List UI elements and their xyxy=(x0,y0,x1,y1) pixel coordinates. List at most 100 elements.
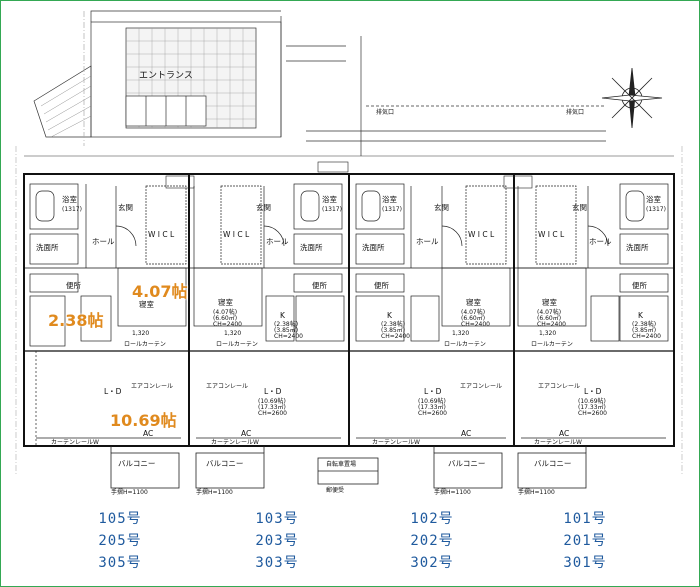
handrail-105: 手摺H=1100 xyxy=(111,489,148,496)
exhaust-label-b: 排気口 xyxy=(566,109,585,116)
unit-column-101: 101号 201号 301号 xyxy=(540,508,630,574)
roll-curtain-105: ロールカーテン xyxy=(124,341,166,348)
kitchen-area-102: (2.38帖) (3.85㎡) CH=2400 xyxy=(381,321,410,340)
hall-label-103: ホール xyxy=(266,237,289,246)
roll-curtain-102: ロールカーテン xyxy=(444,341,486,348)
balcony-label-105: バルコニー xyxy=(118,459,156,468)
bike-parking-label: 自転車置場 xyxy=(326,461,357,468)
ld-area-101: (10.69帖) (17.33㎡) CH=2600 xyxy=(578,398,607,417)
washroom-label-101: 洗面所 xyxy=(626,243,649,252)
mailbox-label: 郵便受 xyxy=(326,487,345,494)
aircon-rail-105: エアコンレール xyxy=(131,383,174,390)
bath-label-101: 浴室 xyxy=(646,195,661,204)
unit-number-list: 105号 205号 305号 103号 203号 303号 102号 202号 … xyxy=(0,500,700,585)
entrance-label: エントランス xyxy=(139,71,193,81)
unit-number: 101号 xyxy=(563,511,607,527)
hall-label-105: ホール xyxy=(92,237,115,246)
bath-label-103: 浴室 xyxy=(322,195,337,204)
wicl-label-105: W I C L xyxy=(148,230,175,239)
ld-area-102: (10.69帖) (17.33㎡) CH=2600 xyxy=(418,398,447,417)
kitchen-area-overlay: 2.38帖 xyxy=(48,311,104,330)
bedroom-label-102: 寝室 xyxy=(466,298,481,307)
washroom-label-102: 洗面所 xyxy=(362,243,385,252)
toilet-label-103: 便所 xyxy=(312,281,327,290)
toilet-label-102: 便所 xyxy=(374,281,389,290)
hall-label-101: ホール xyxy=(589,237,612,246)
genkan-label-103: 玄関 xyxy=(256,203,271,212)
aircon-rail-103: エアコンレール xyxy=(206,383,249,390)
unit-column-102: 102号 202号 302号 xyxy=(387,508,477,574)
bedroom-label-105: 寝室 xyxy=(139,300,154,309)
genkan-label-101: 玄関 xyxy=(572,203,587,212)
ld-label-103: L・D xyxy=(264,387,282,396)
bath-size-102: (1317) xyxy=(382,206,402,213)
bedroom-label-103: 寝室 xyxy=(218,298,233,307)
bath-label-105: 浴室 xyxy=(62,195,77,204)
curtain-rail-102: カーテンレールW xyxy=(372,439,420,446)
dim-102: 1,320 xyxy=(452,330,470,337)
unit-column-103: 103号 203号 303号 xyxy=(232,508,322,574)
dim-105: 1,320 xyxy=(132,330,150,337)
bedroom-area-101: (4.07帖) (6.60㎡) CH=2400 xyxy=(537,309,566,328)
kitchen-label-103: K xyxy=(280,311,285,320)
bath-size-103: (1317) xyxy=(322,206,342,213)
unit-number: 205号 xyxy=(98,533,142,549)
kitchen-area-103: (2.38帖) (3.85㎡) CH=2400 xyxy=(274,321,303,340)
balcony-label-102: バルコニー xyxy=(448,459,486,468)
genkan-label-102: 玄関 xyxy=(434,203,449,212)
ld-label-105: L・D xyxy=(104,387,122,396)
unit-number: 301号 xyxy=(563,555,607,571)
unit-number: 103号 xyxy=(255,511,299,527)
kitchen-label-102: K xyxy=(387,311,392,320)
unit-number: 201号 xyxy=(563,533,607,549)
roll-curtain-103: ロールカーテン xyxy=(216,341,258,348)
unit-number: 305号 xyxy=(98,555,142,571)
curtain-rail-105: カーテンレールW xyxy=(51,439,99,446)
curtain-rail-101: カーテンレールW xyxy=(534,439,582,446)
bedroom-area-103: (4.07帖) (6.60㎡) CH=2400 xyxy=(213,309,242,328)
curtain-rail-103: カーテンレールW xyxy=(211,439,259,446)
interior-partitions xyxy=(29,183,669,446)
ac-label-105: AC xyxy=(143,429,154,438)
toilet-label-105: 便所 xyxy=(66,281,81,290)
ac-label-103: AC xyxy=(241,429,252,438)
kitchen-label-101: K xyxy=(638,311,643,320)
hall-label-102: ホール xyxy=(416,237,439,246)
roll-curtain-101: ロールカーテン xyxy=(531,341,573,348)
handrail-103: 手摺H=1100 xyxy=(196,489,233,496)
unit-number: 303号 xyxy=(255,555,299,571)
toilet-label-101: 便所 xyxy=(632,281,647,290)
unit-number: 203号 xyxy=(255,533,299,549)
ld-area-overlay: 10.69帖 xyxy=(110,411,177,430)
dim-101: 1,320 xyxy=(539,330,557,337)
building-walls xyxy=(23,173,675,447)
unit-number: 102号 xyxy=(410,511,454,527)
balcony-label-101: バルコニー xyxy=(534,459,572,468)
wicl-label-102: W I C L xyxy=(468,230,495,239)
aircon-rail-102: エアコンレール xyxy=(460,383,503,390)
bedroom-label-101: 寝室 xyxy=(542,298,557,307)
bath-label-102: 浴室 xyxy=(382,195,397,204)
unit-number: 105号 xyxy=(98,511,142,527)
washroom-label-105: 洗面所 xyxy=(36,243,59,252)
ld-label-101: L・D xyxy=(584,387,602,396)
ac-label-102: AC xyxy=(461,429,472,438)
bath-size-101: (1317) xyxy=(646,206,666,213)
ld-label-102: L・D xyxy=(424,387,442,396)
exhaust-label-a: 排気口 xyxy=(376,109,395,116)
wicl-label-103: W I C L xyxy=(223,230,250,239)
handrail-102: 手摺H=1100 xyxy=(434,489,471,496)
entrance-structure xyxy=(33,10,606,156)
handrail-101: 手摺H=1100 xyxy=(518,489,555,496)
balcony-label-103: バルコニー xyxy=(206,459,244,468)
genkan-label-105: 玄関 xyxy=(118,203,133,212)
washroom-label-103: 洗面所 xyxy=(300,243,323,252)
unit-number: 302号 xyxy=(410,555,454,571)
bedroom-area-102: (4.07帖) (6.60㎡) CH=2400 xyxy=(461,309,490,328)
aircon-rail-101: エアコンレール xyxy=(538,383,581,390)
ld-area-103: (10.69帖) (17.33㎡) CH=2600 xyxy=(258,398,287,417)
floor-plan-drawing xyxy=(15,10,683,489)
north-compass xyxy=(601,67,663,129)
entry-markers xyxy=(165,161,533,189)
bath-size-105: (1317) xyxy=(62,206,82,213)
